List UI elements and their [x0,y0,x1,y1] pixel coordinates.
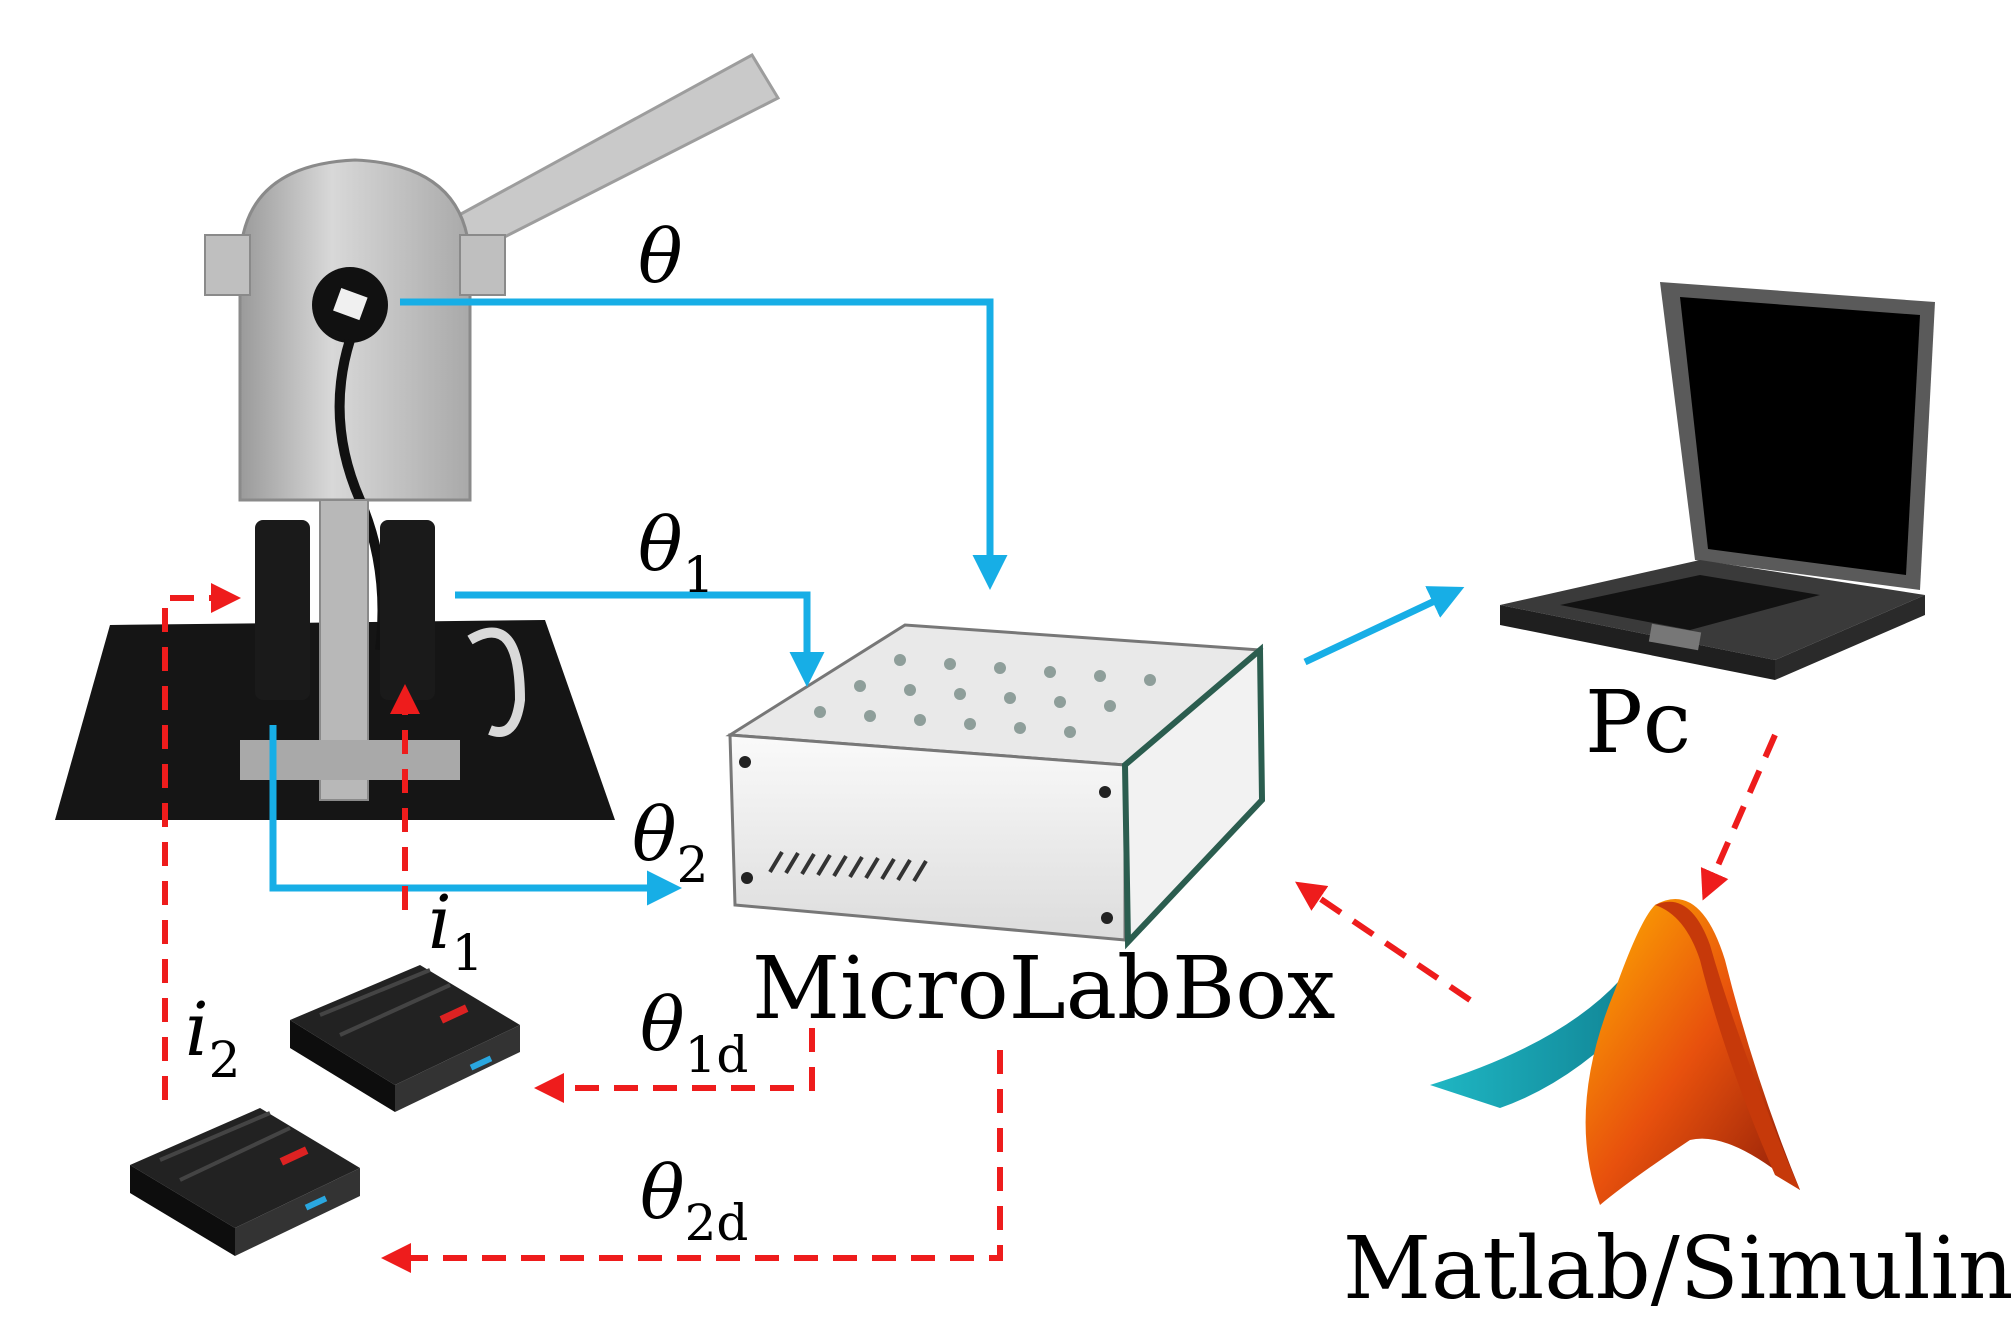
arrow-theta1 [455,591,825,687]
node-labels: MicroLabBox Pc Matlab/Simulink [752,673,2012,1319]
actuator-right [380,520,435,700]
microlabbox-device [725,623,1266,950]
motor-driver-2 [130,1108,360,1256]
label-theta: θ [638,214,683,300]
arrow-theta [400,298,1008,590]
label-theta1: θ1 [638,502,714,604]
arrow-to-pc [1303,586,1465,666]
arrow-matlab-to-microlabbox [1295,881,1472,1003]
arrow-i2 [162,583,241,1100]
arrow-theta1d [534,1028,815,1103]
signal-labels: θ θ1 θ2 i1 i2 θ1d θ2d [185,214,748,1252]
label-theta2: θ2 [632,792,708,894]
label-theta2d: θ2d [640,1150,748,1252]
encoder-icon [333,287,368,321]
command-arrows [162,583,1778,1273]
motor-driver-1 [290,965,520,1112]
label-theta1d: θ1d [640,982,748,1084]
label-i2: i2 [185,987,240,1089]
label-microlabbox: MicroLabBox [752,939,1336,1039]
matlab-logo-icon [1430,899,1800,1205]
arrow-pc-to-matlab [1700,733,1778,901]
robot-apparatus [55,52,781,820]
arrow-theta2 [269,725,682,906]
actuator-left [255,520,310,700]
laptop-icon [1500,282,1935,680]
arrow-theta2d [381,1050,1003,1273]
label-matlab-simulink: Matlab/Simulink [1343,1219,2012,1319]
feedback-arrows [269,298,1465,906]
label-pc: Pc [1585,673,1691,773]
label-i1: i1 [428,880,483,982]
